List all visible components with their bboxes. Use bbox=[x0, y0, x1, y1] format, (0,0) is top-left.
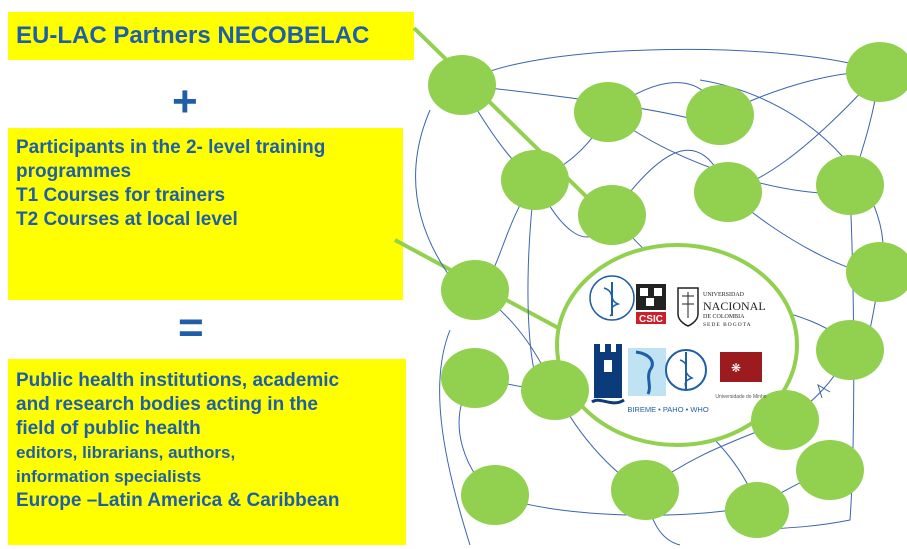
node bbox=[578, 185, 646, 245]
network-nodes bbox=[428, 42, 907, 538]
node bbox=[441, 348, 509, 408]
plus-operator: + bbox=[172, 77, 198, 126]
csic-logo: CSIC bbox=[636, 284, 666, 325]
node bbox=[611, 460, 679, 520]
csic-label: CSIC bbox=[639, 314, 663, 325]
participants-line-3: T1 Courses for trainers bbox=[16, 185, 226, 206]
node bbox=[521, 360, 589, 420]
node bbox=[725, 482, 789, 538]
castle-logo bbox=[591, 344, 625, 405]
edge bbox=[461, 48, 881, 86]
partners-box: EU-LAC Partners NECOBELAC bbox=[8, 12, 414, 60]
node bbox=[428, 55, 496, 115]
universidade-minho-logo: ❋ Universidade do Minho bbox=[715, 352, 767, 400]
node bbox=[816, 155, 884, 215]
minho-mark: ❋ bbox=[731, 361, 741, 375]
public-health-box: Public health institutions, academic and… bbox=[8, 359, 406, 545]
node bbox=[816, 320, 884, 380]
public-line-6: Europe –Latin America & Caribbean bbox=[16, 490, 340, 511]
node bbox=[461, 465, 529, 525]
participants-line-4: T2 Courses at local level bbox=[16, 209, 238, 230]
public-line-1: Public health institutions, academic bbox=[16, 370, 340, 391]
unal-line-4: SEDE BOGOTA bbox=[703, 322, 752, 328]
unal-line-3: DE COLOMBIA bbox=[703, 314, 745, 320]
node bbox=[441, 260, 509, 320]
edge bbox=[439, 329, 471, 546]
equals-operator: = bbox=[178, 303, 204, 352]
public-line-2: and research bodies acting in the bbox=[16, 394, 318, 415]
participants-line-1: Participants in the 2- level training bbox=[16, 137, 326, 158]
node bbox=[846, 42, 907, 102]
node bbox=[574, 82, 642, 142]
minho-label: Universidade do Minho bbox=[715, 394, 766, 400]
bireme-label: BIREME • PAHO • WHO bbox=[627, 405, 709, 414]
participants-line-2: programmes bbox=[16, 161, 132, 182]
unal-line-2: NACIONAL bbox=[703, 299, 766, 313]
node bbox=[751, 390, 819, 450]
node bbox=[796, 440, 864, 500]
node bbox=[501, 150, 569, 210]
bireme-paho-who-logo: BIREME • PAHO • WHO bbox=[627, 348, 709, 414]
istituto-superiore-sanita-logo bbox=[589, 275, 635, 321]
partners-label: EU-LAC Partners NECOBELAC bbox=[16, 22, 370, 49]
unal-line-1: UNIVERSIDAD bbox=[703, 292, 745, 298]
connector-partners bbox=[412, 26, 602, 212]
edge-arrow bbox=[817, 383, 831, 399]
node bbox=[694, 162, 762, 222]
edge bbox=[415, 109, 461, 291]
public-line-5: information specialists bbox=[16, 467, 202, 486]
public-line-4: editors, librarians, authors, bbox=[16, 443, 236, 462]
node bbox=[686, 85, 754, 145]
node bbox=[846, 242, 907, 302]
public-line-3: field of public health bbox=[16, 418, 201, 439]
universidad-nacional-logo: UNIVERSIDAD NACIONAL DE COLOMBIA SEDE BO… bbox=[677, 287, 766, 328]
participants-box: Participants in the 2- level training pr… bbox=[8, 128, 403, 300]
